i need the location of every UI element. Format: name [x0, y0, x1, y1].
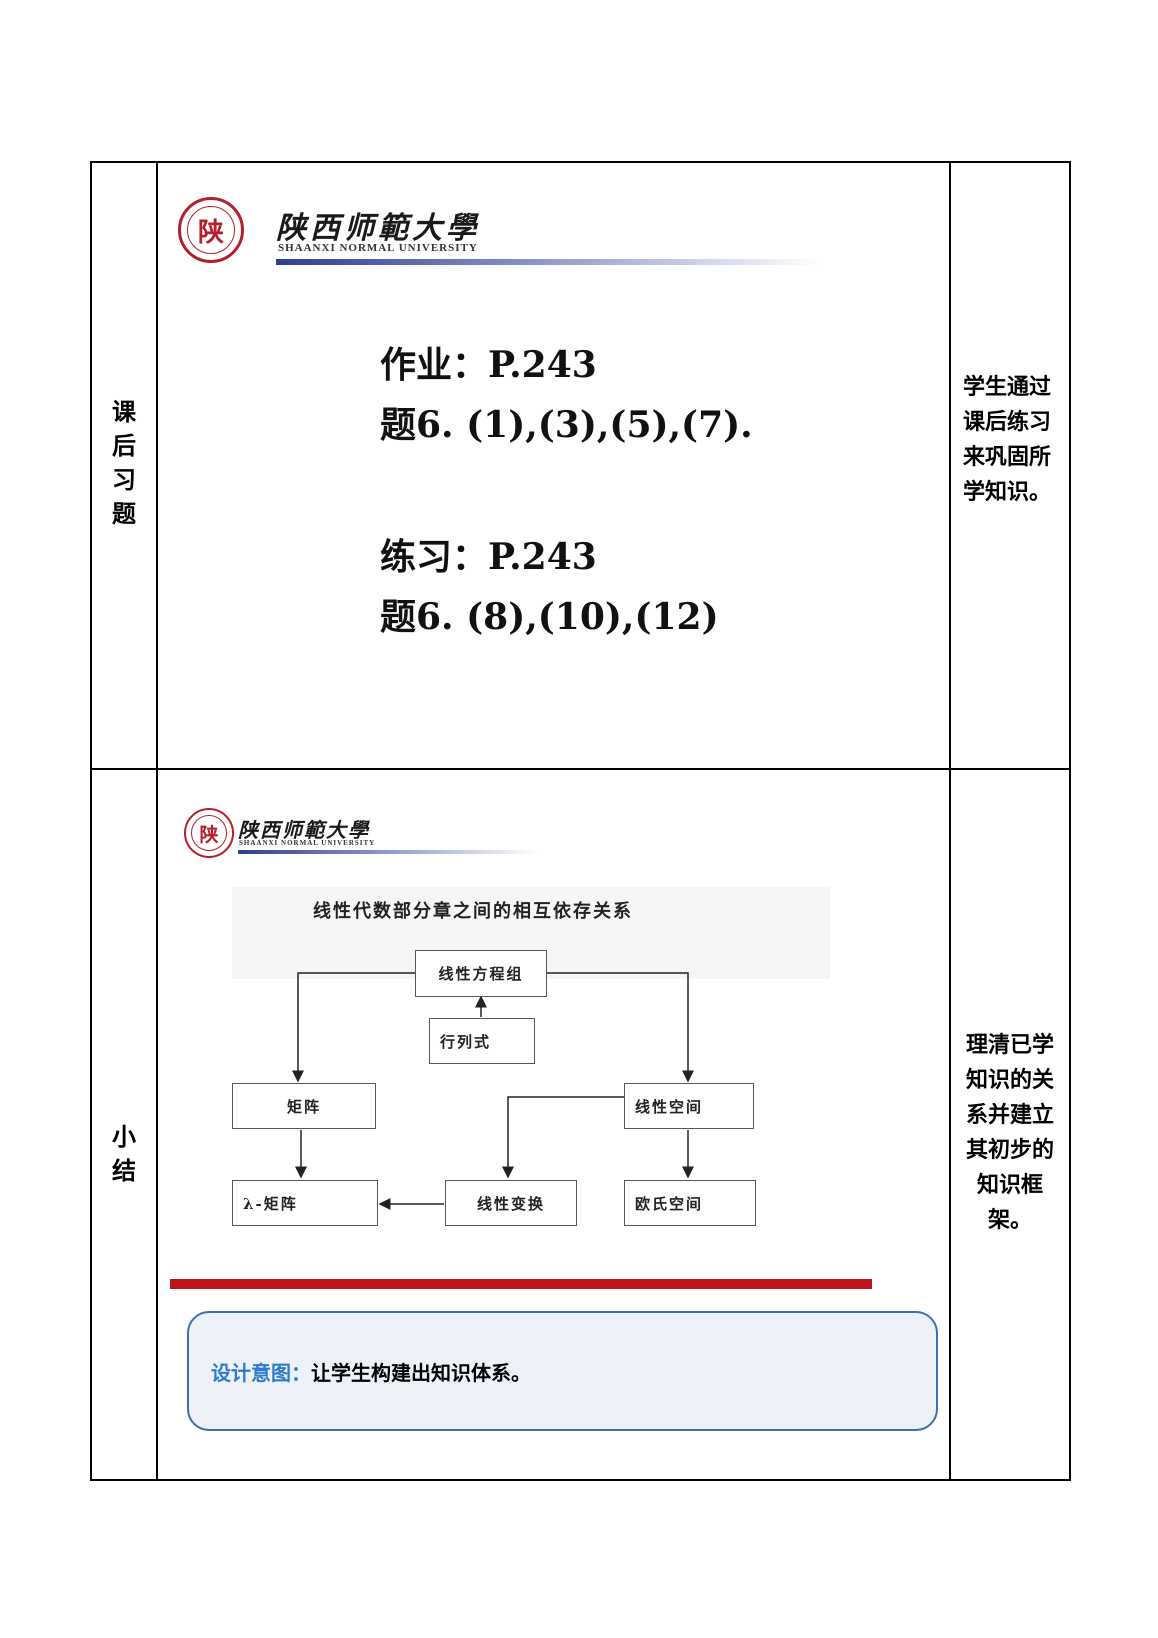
homework-note-cell: 学生通过 课后练习 来巩固所 学知识。 [949, 163, 1069, 768]
practice-title: 练习：P.243 [380, 536, 597, 578]
homework-row: 课 后 习 题 陕 陕西师範大學 SHAANXI NORMAL UNIVERSI… [92, 163, 1069, 770]
node-linear-equations: 线性方程组 [415, 950, 547, 997]
logo-underline [238, 850, 538, 854]
university-seal-icon: 陕 [184, 808, 234, 858]
summary-slide: 陕 陕西师範大學 SHAANXI NORMAL UNIVERSITY 线性代数部… [158, 770, 949, 1479]
design-intent-label: 设计意图： [211, 1361, 311, 1385]
homework-problems: 题6. (1),(3),(5),(7). [380, 404, 753, 446]
summary-label: 小 结 [112, 1123, 136, 1185]
summary-label-cell: 小 结 [92, 770, 158, 1479]
node-euclidean-space: 欧氏空间 [624, 1180, 756, 1226]
university-name: 陕西师範大學 [276, 211, 480, 246]
homework-title: 作业：P.243 [380, 344, 597, 386]
university-seal-icon: 陕 [178, 197, 244, 263]
diagram-title: 线性代数部分章之间的相互依存关系 [313, 901, 633, 922]
accent-bar [170, 1279, 872, 1289]
university-subtitle: SHAANXI NORMAL UNIVERSITY [278, 242, 478, 254]
arrow-equations-to-matrix [292, 972, 415, 1083]
university-name: 陕西师範大學 [238, 818, 370, 842]
practice-problems: 题6. (8),(10),(12) [380, 596, 719, 638]
logo-underline [276, 259, 821, 265]
lesson-plan-table: 课 后 习 题 陕 陕西师範大學 SHAANXI NORMAL UNIVERSI… [90, 161, 1071, 1481]
node-linear-space: 线性空间 [624, 1083, 754, 1129]
design-intent-text: 设计意图：让学生构建出知识体系。 [211, 1357, 531, 1386]
summary-note: 理清已学 知识的关 系并建立 其初步的 知识框 架。 [965, 1033, 1054, 1233]
node-linear-transform: 线性变换 [445, 1180, 577, 1226]
summary-note-cell: 理清已学 知识的关 系并建立 其初步的 知识框 架。 [949, 770, 1069, 1479]
design-intent-box: 设计意图：让学生构建出知识体系。 [187, 1311, 938, 1431]
arrow-equations-to-space [546, 972, 694, 1083]
design-intent-content: 让学生构建出知识体系。 [311, 1361, 531, 1385]
arrow-space-to-transform [502, 1096, 624, 1179]
summary-row: 小 结 陕 陕西师範大學 SHAANXI NORMAL UNIVERSITY 线… [92, 770, 1069, 1479]
homework-label: 课 后 习 题 [112, 398, 136, 528]
diagram-connectors [292, 972, 694, 1210]
node-matrix: 矩阵 [232, 1083, 376, 1129]
university-subtitle: SHAANXI NORMAL UNIVERSITY [239, 839, 376, 847]
homework-note: 学生通过 课后练习 来巩固所 学知识。 [963, 375, 1052, 505]
node-determinant: 行列式 [429, 1018, 535, 1064]
homework-slide: 陕 陕西师範大學 SHAANXI NORMAL UNIVERSITY 作业：P.… [158, 163, 949, 768]
homework-label-cell: 课 后 习 题 [92, 163, 158, 768]
node-lambda-matrix: λ-矩阵 [232, 1180, 378, 1226]
